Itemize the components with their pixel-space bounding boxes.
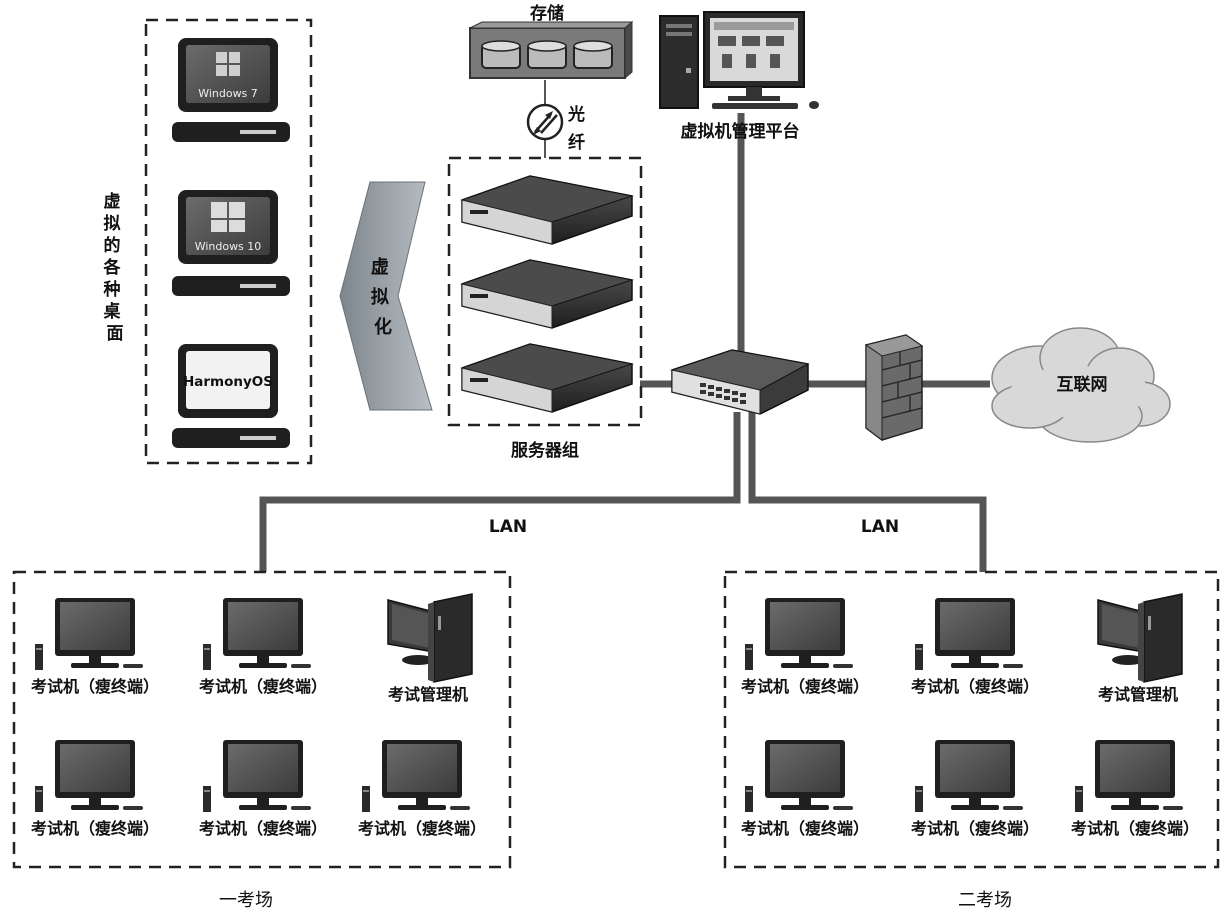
exam-terminal-label: 考试机（瘦终端） bbox=[358, 819, 486, 838]
server-1 bbox=[460, 175, 634, 245]
exam-site-2-box bbox=[723, 570, 1220, 869]
virtual-desktops-label: 虚 拟 的 各 种 桌 面 bbox=[103, 192, 127, 344]
virt-char-2: 拟 bbox=[371, 286, 389, 308]
exam-terminal-label: 考试机（瘦终端） bbox=[199, 677, 327, 696]
desktop-windows-10: Windows 10 bbox=[172, 190, 290, 296]
exam-terminal-label: 考试机（瘦终端） bbox=[31, 819, 159, 838]
desktop-os-label-2: Windows 10 bbox=[195, 240, 262, 253]
exam-terminal: 考试机（瘦终端） bbox=[911, 598, 1039, 696]
storage-device bbox=[469, 20, 634, 80]
lan-label-left: LAN bbox=[489, 517, 527, 537]
vd-char-2: 拟 bbox=[104, 213, 121, 234]
exam-admin-computer: 考试管理机 bbox=[1097, 593, 1183, 704]
exam-terminal-label: 考试机（瘦终端） bbox=[911, 819, 1039, 838]
fiber-label-char-1: 光 bbox=[567, 104, 585, 125]
server-group-label: 服务器组 bbox=[511, 440, 579, 461]
exam-terminal: 考试机（瘦终端） bbox=[358, 740, 486, 838]
desktop-harmonyos: HarmonyOS bbox=[172, 344, 290, 448]
connection-lines bbox=[259, 80, 990, 572]
vm-management-computer bbox=[659, 11, 819, 109]
vd-char-5: 种 bbox=[103, 279, 121, 300]
exam-terminal: 考试机（瘦终端） bbox=[741, 740, 869, 838]
lan-right-line bbox=[748, 412, 987, 572]
server-group-box bbox=[447, 156, 643, 427]
exam-terminal: 考试机（瘦终端） bbox=[1071, 740, 1199, 838]
site2-label: 二考场 bbox=[958, 890, 1012, 911]
exam-terminal-label: 考试机（瘦终端） bbox=[31, 677, 159, 696]
storage-label: 存储 bbox=[530, 3, 564, 24]
site1-label: 一考场 bbox=[219, 890, 273, 911]
vd-char-7: 面 bbox=[107, 324, 124, 344]
exam-site-1-box bbox=[12, 570, 512, 869]
desktop-os-label-3: HarmonyOS bbox=[183, 374, 273, 390]
fiber-label-char-2: 纤 bbox=[568, 132, 585, 153]
exam-admin-label: 考试管理机 bbox=[388, 685, 468, 704]
vd-char-1: 虚 bbox=[104, 192, 121, 212]
fiber-icon bbox=[526, 103, 564, 141]
exam-admin-computer: 考试管理机 bbox=[387, 593, 473, 704]
windows-logo-icon bbox=[211, 202, 245, 232]
lan-label-right: LAN bbox=[861, 517, 899, 537]
virtualization-arrow bbox=[339, 181, 433, 411]
exam-terminal-label: 考试机（瘦终端） bbox=[1071, 819, 1199, 838]
virt-char-3: 化 bbox=[374, 316, 392, 338]
internet-label: 互联网 bbox=[1057, 375, 1108, 395]
exam-admin-label: 考试管理机 bbox=[1098, 685, 1178, 704]
exam-terminal: 考试机（瘦终端） bbox=[741, 598, 869, 696]
exam-terminal-label: 考试机（瘦终端） bbox=[741, 677, 869, 696]
exam-terminal: 考试机（瘦终端） bbox=[199, 740, 327, 838]
desktop-os-label-1: Windows 7 bbox=[198, 87, 258, 100]
exam-terminal-label: 考试机（瘦终端） bbox=[199, 819, 327, 838]
desktop-windows-7: Windows 7 bbox=[172, 38, 290, 142]
exam-terminal: 考试机（瘦终端） bbox=[911, 740, 1039, 838]
vd-char-6: 桌 bbox=[104, 302, 122, 322]
exam-terminal: 考试机（瘦终端） bbox=[31, 598, 159, 696]
lan-left-line bbox=[259, 412, 741, 572]
firewall-icon bbox=[864, 334, 924, 441]
exam-site-nodes: 考试机（瘦终端） 考试机（瘦终端） 考试机（瘦终端） 考试机（瘦终端） 考试机（瘦终端）… bbox=[31, 593, 1199, 838]
windows-logo-icon bbox=[216, 52, 240, 76]
exam-terminal-label: 考试机（瘦终端） bbox=[741, 819, 869, 838]
virtualize-label: 虚 拟 化 bbox=[371, 256, 395, 338]
vd-char-4: 各 bbox=[103, 257, 122, 278]
vd-char-3: 的 bbox=[104, 235, 121, 256]
vm-platform-label: 虚拟机管理平台 bbox=[681, 121, 800, 142]
virt-char-1: 虚 bbox=[371, 256, 389, 278]
server-3 bbox=[460, 343, 634, 413]
virtual-desktops-box bbox=[144, 18, 313, 465]
exam-terminal: 考试机（瘦终端） bbox=[31, 740, 159, 838]
network-switch bbox=[670, 349, 810, 415]
server-2 bbox=[460, 259, 634, 329]
exam-terminal-label: 考试机（瘦终端） bbox=[911, 677, 1039, 696]
exam-terminal: 考试机（瘦终端） bbox=[199, 598, 327, 696]
fiber-label: 光 纤 bbox=[567, 104, 591, 153]
